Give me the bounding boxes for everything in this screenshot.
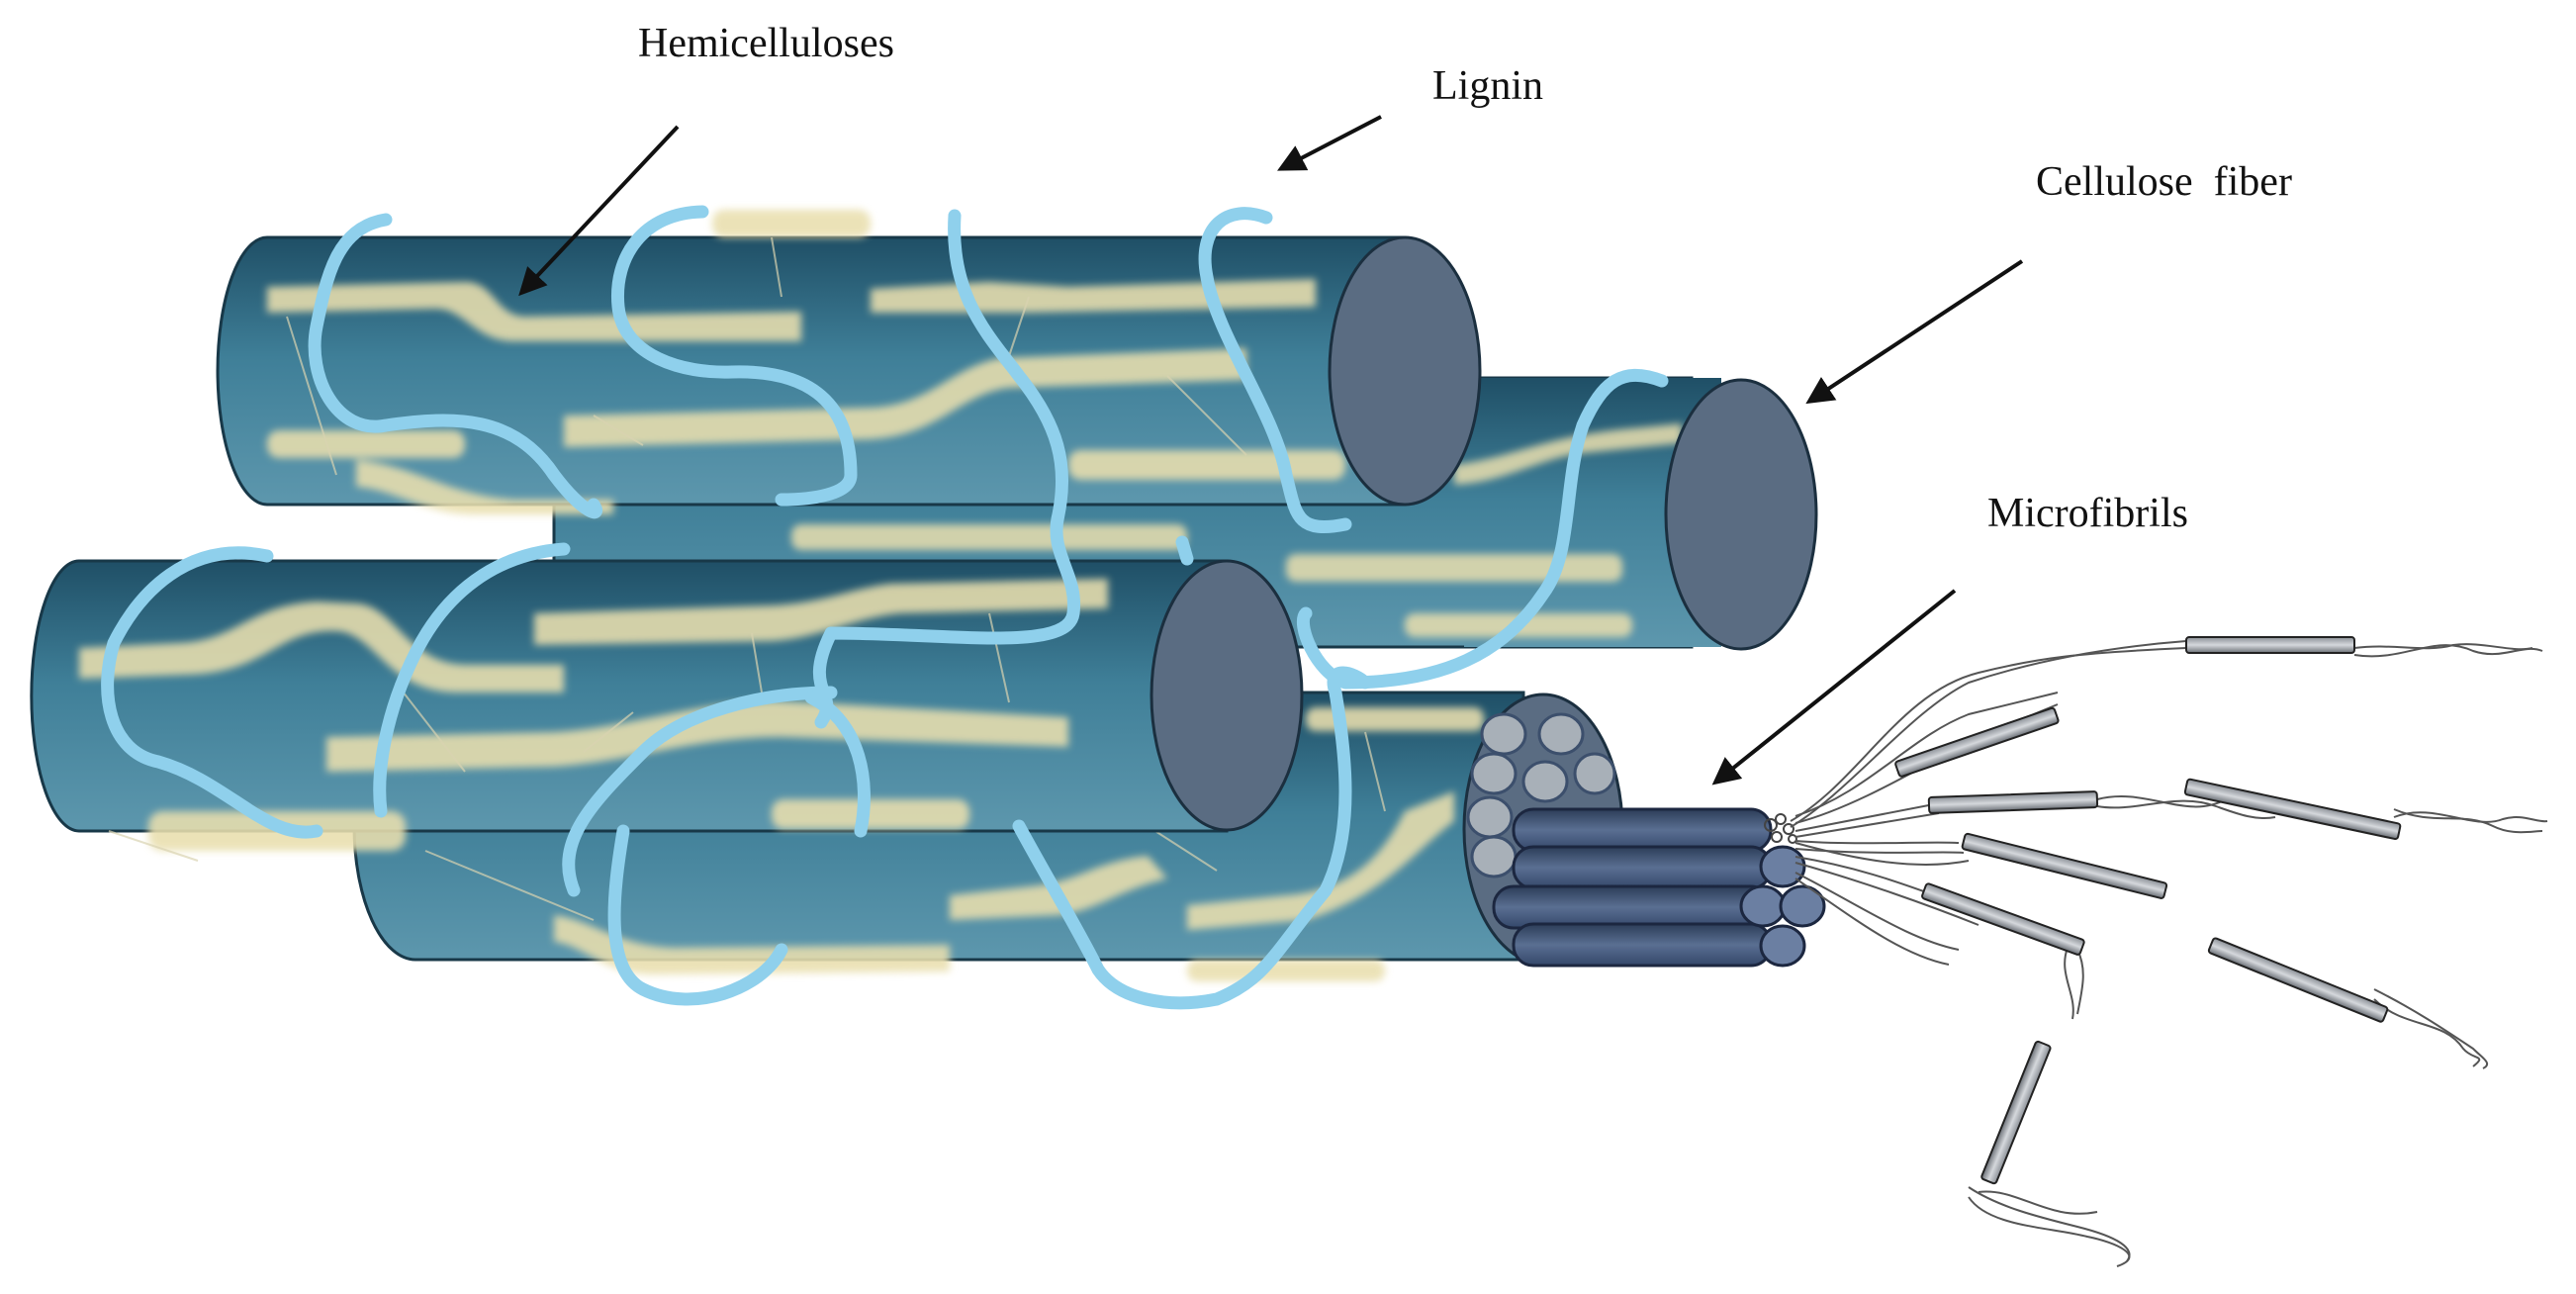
microfibrils-arrow [1711, 589, 1957, 786]
arrow-icon [518, 115, 2024, 786]
hemicelluloses-label: Hemicelluloses [638, 21, 894, 66]
lignin-arrow [1277, 115, 1382, 171]
microfibril-rod [2207, 937, 2389, 1023]
lignin-strands [101, 205, 1669, 1010]
cellulose-fiber-arrow [1805, 259, 2024, 405]
microfibril-gray-ends [1466, 712, 1616, 878]
microfibrils-separated [1790, 636, 2548, 1267]
fiber-end-upper-right [1664, 378, 1818, 651]
cellulose-fiber-label: Cellulose fiber [2036, 159, 2292, 205]
microfibril-rod [1927, 790, 2099, 814]
microfibril-bundle [1492, 807, 1826, 968]
fiber-end-middle [1150, 559, 1304, 832]
fiber-end-top [1328, 235, 1482, 507]
cellulose-fiber-cut-end [1462, 693, 1826, 968]
microfibril-tips [1764, 813, 1797, 844]
microfibril-rod [1961, 832, 2168, 899]
cellulose-fiber-cylinder-middle [30, 559, 1304, 862]
microfibril-rod [2183, 778, 2402, 841]
microfibril-rod [1921, 882, 2085, 956]
microfibril-rod [1980, 1040, 2052, 1185]
microfibrils-label: Microfibrils [1987, 491, 2188, 536]
microfibril-rod [1894, 706, 2060, 778]
microfibril-rod [2185, 636, 2355, 654]
hemicelluloses-arrow [518, 125, 680, 297]
lignin-label: Lignin [1432, 63, 1543, 109]
